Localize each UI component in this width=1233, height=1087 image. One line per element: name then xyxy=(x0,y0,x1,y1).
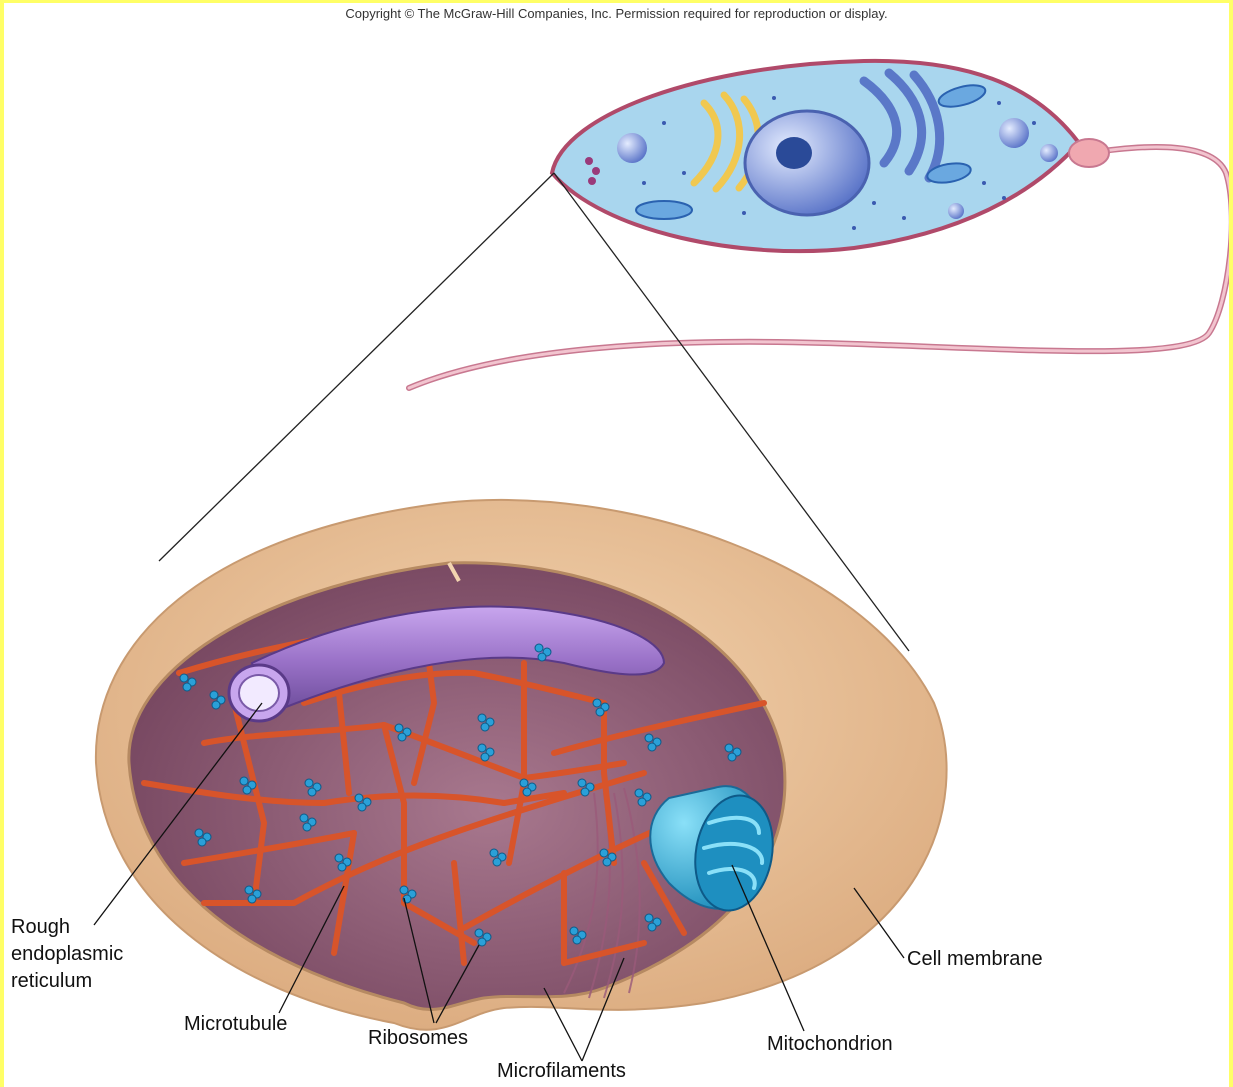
cell-illustration xyxy=(4,3,1229,1087)
enlarged-section xyxy=(96,500,947,1030)
label-cell-membrane: Cell membrane xyxy=(907,946,1043,973)
label-rough-er-line1: Rough xyxy=(11,914,70,941)
flagellum-base xyxy=(1069,139,1109,167)
whole-cell xyxy=(409,61,1229,388)
figure-canvas: Copyright © The McGraw-Hill Companies, I… xyxy=(4,3,1229,1087)
label-ribosomes: Ribosomes xyxy=(368,1025,468,1052)
label-mitochondrion: Mitochondrion xyxy=(767,1031,893,1058)
label-microtubule: Microtubule xyxy=(184,1011,287,1038)
label-microfilaments: Microfilaments xyxy=(497,1058,626,1085)
nucleolus xyxy=(776,137,812,169)
label-rough-er-line2: endoplasmic xyxy=(11,941,123,968)
label-rough-er-line3: reticulum xyxy=(11,968,92,995)
